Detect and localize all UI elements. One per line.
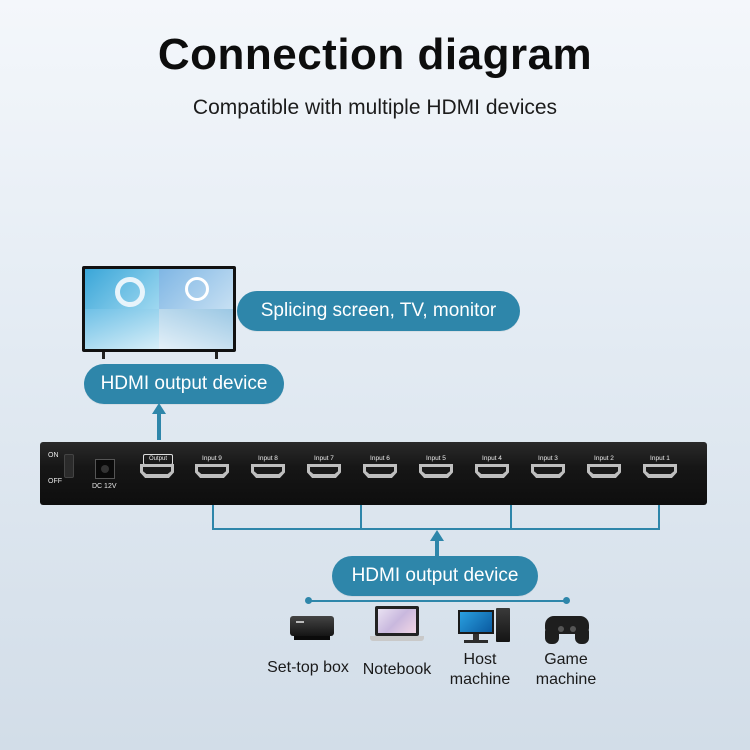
arrow-shaft (435, 540, 439, 556)
hdmi-input-port[interactable] (363, 464, 397, 478)
hdmi-input-port[interactable] (251, 464, 285, 478)
laptop-icon (370, 606, 424, 646)
desktop-computer-icon (456, 608, 512, 646)
hdmi-input-port[interactable] (531, 464, 565, 478)
input-port-label: Input 7 (314, 455, 334, 462)
dc-label: DC 12V (92, 483, 117, 490)
wire (360, 505, 362, 529)
arrow-up-icon (430, 530, 444, 541)
display-output-pill: HDMI output device (84, 364, 284, 404)
source-bus (308, 600, 566, 602)
input-port-label: Input 9 (202, 455, 222, 462)
gamepad-icon (543, 612, 591, 644)
hdmi-output-port[interactable] (140, 464, 174, 478)
power-off-label: OFF (48, 478, 62, 485)
tv-icon (82, 266, 236, 352)
arrow-up-icon (152, 403, 166, 414)
tv-stand-left (102, 352, 105, 359)
device-label-game-machine: Game machine (535, 651, 597, 688)
page-subtitle: Compatible with multiple HDMI devices (192, 96, 558, 119)
bus-dot (563, 597, 570, 604)
input-port-label: Input 4 (482, 455, 502, 462)
hdmi-input-port[interactable] (419, 464, 453, 478)
output-port-label: Output (143, 454, 173, 465)
power-on-label: ON (48, 452, 59, 459)
wire (510, 505, 512, 529)
input-port-label: Input 2 (594, 455, 614, 462)
input-port-label: Input 3 (538, 455, 558, 462)
hdmi-input-port[interactable] (195, 464, 229, 478)
hdmi-input-port[interactable] (643, 464, 677, 478)
input-port-label: Input 5 (426, 455, 446, 462)
input-port-label: Input 1 (650, 455, 670, 462)
hdmi-input-port[interactable] (475, 464, 509, 478)
hdmi-input-port[interactable] (587, 464, 621, 478)
wire (212, 505, 214, 529)
page-title: Connection diagram (157, 30, 593, 79)
dc-jack (95, 459, 115, 479)
hdmi-switch: ON OFF DC 12V Output Input 9 Input 8 Input… (40, 442, 707, 505)
hdmi-input-port[interactable] (307, 464, 341, 478)
bus-dot (305, 597, 312, 604)
input-port-label: Input 6 (370, 455, 390, 462)
device-label-notebook: Notebook (362, 661, 432, 678)
set-top-box-icon (288, 612, 336, 642)
device-label-host-machine: Host machine (449, 651, 511, 688)
arrow-shaft (157, 414, 161, 440)
source-pill: HDMI output device (332, 556, 538, 596)
display-pill: Splicing screen, TV, monitor (237, 291, 520, 331)
power-switch[interactable] (64, 454, 74, 478)
device-label-set-top-box: Set-top box (267, 659, 349, 676)
tv-stand-right (215, 352, 218, 359)
wire-bus (212, 528, 660, 530)
wire (658, 505, 660, 529)
input-port-label: Input 8 (258, 455, 278, 462)
